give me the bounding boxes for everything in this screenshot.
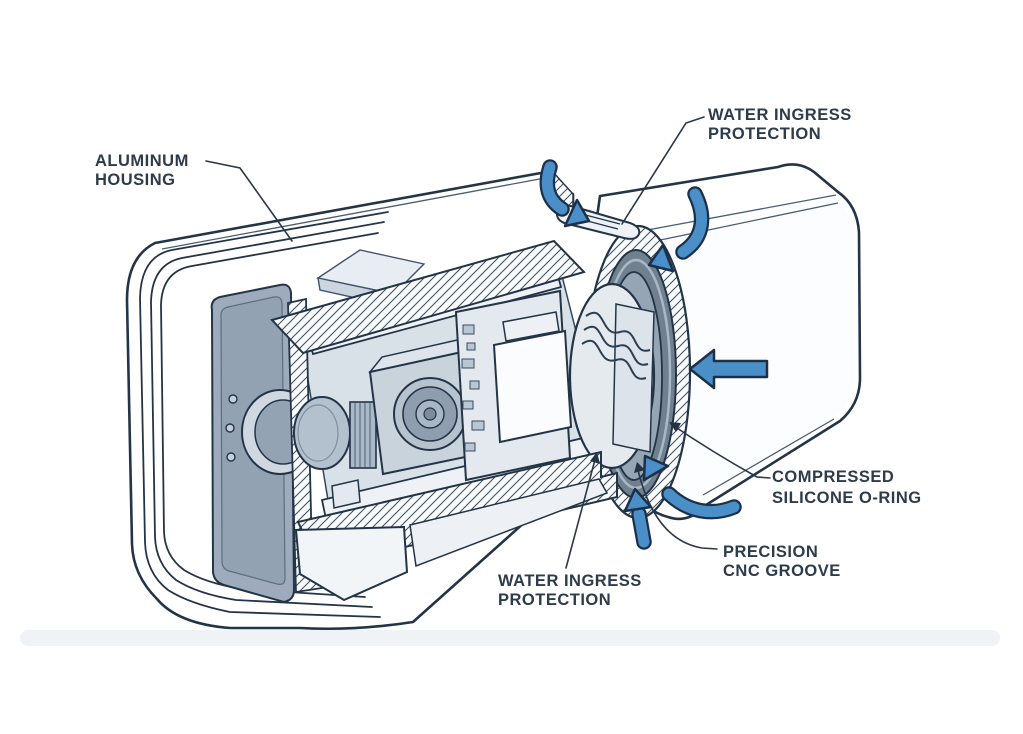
aluminum-housing-shell (139, 177, 546, 618)
front-housing-face (640, 199, 855, 508)
leader-line-aluminum-housing (205, 160, 293, 242)
label-water-ingress-top: WATER INGRESS PROTECTION (708, 106, 857, 143)
ground-shadow (20, 630, 1000, 646)
label-water-ingress-bottom: WATER INGRESS PROTECTION (498, 572, 647, 609)
labels: ALUMINUM HOUSING WATER INGRESS PROTECTIO… (95, 106, 922, 609)
cavity-plate (612, 303, 655, 453)
flex-cables (581, 311, 651, 380)
leader-lines (205, 116, 771, 569)
top-wall-cross-section-hatch (270, 239, 586, 355)
leader-line-compressed-oring (670, 423, 771, 479)
water-ingress-arrow-top-right (647, 186, 710, 273)
pcb-connector (502, 311, 560, 342)
water-ingress-arrow-bottom (623, 487, 653, 550)
water-ingress-arrow-top-left (539, 159, 591, 228)
camera-module (368, 336, 477, 476)
knurled-focus-ring (349, 401, 377, 469)
water-flow-arrows (539, 159, 769, 550)
emi-shield (492, 329, 573, 444)
bottom-tray (294, 478, 609, 602)
leader-line-water-ingress-top (621, 116, 705, 225)
water-ingress-arrow-right (688, 348, 769, 390)
front-cavity (568, 282, 656, 470)
camera-lens (393, 377, 467, 451)
main-pcb (454, 289, 573, 482)
water-ingress-arrow-bottom-right (642, 454, 742, 520)
label-aluminum-housing: ALUMINUM HOUSING (95, 152, 194, 189)
leader-line-water-ingress-bottom (565, 455, 597, 569)
mounting-bracket (331, 479, 361, 509)
leader-line-precision-groove (637, 469, 718, 550)
label-compressed-oring: COMPRESSED SILICONE O-RING (772, 468, 922, 507)
label-precision-groove: PRECISION CNC GROOVE (723, 543, 841, 580)
front-housing-edge-lines (641, 194, 839, 496)
pcb-components (461, 324, 485, 452)
rear-lens-glass (293, 396, 351, 470)
panel-screw-holes (225, 394, 238, 462)
